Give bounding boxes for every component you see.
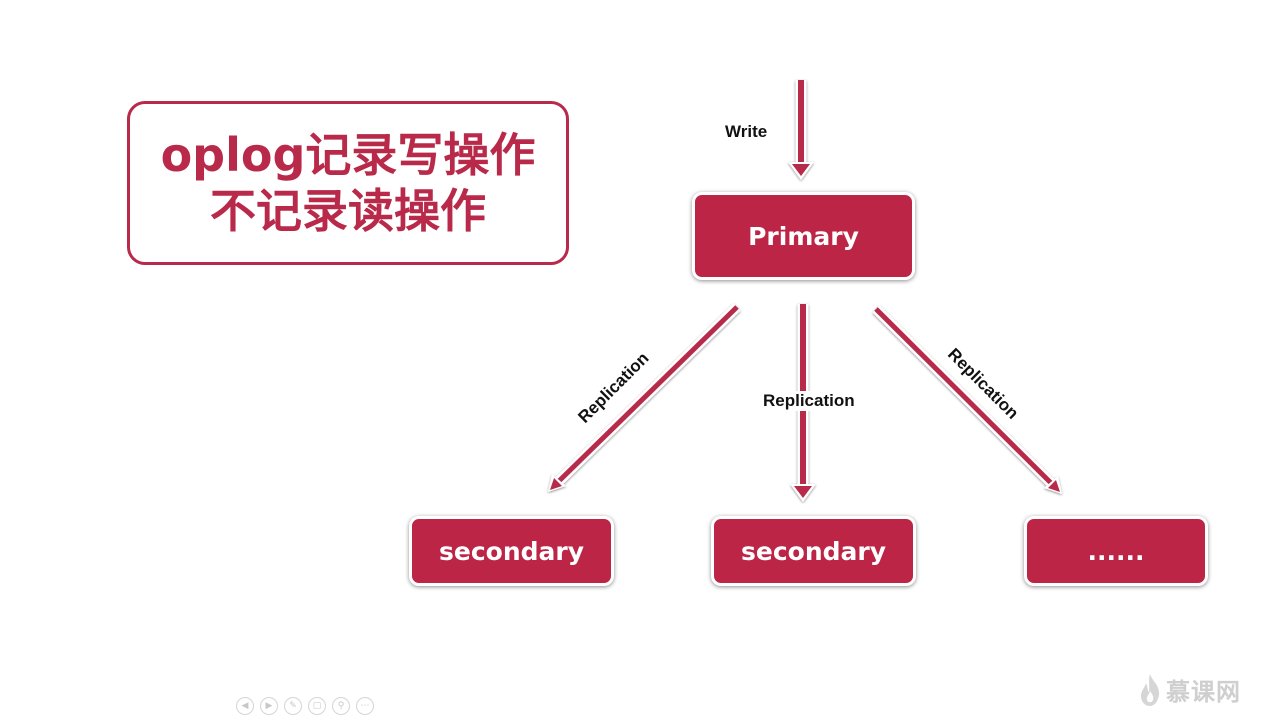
title-box: oplog记录写操作 不记录读操作 bbox=[127, 101, 569, 265]
write-label: Write bbox=[725, 122, 768, 141]
primary-node: Primary bbox=[692, 192, 915, 280]
secondary-node-2: secondary bbox=[711, 516, 916, 586]
more-node: ...... bbox=[1024, 516, 1208, 586]
write-arrow bbox=[788, 80, 814, 180]
watermark-text: 慕课网 bbox=[1166, 678, 1241, 706]
flame-logo-icon bbox=[1141, 673, 1160, 706]
zoom-icon[interactable]: ⚲ bbox=[332, 697, 350, 715]
pen-icon[interactable]: ✎ bbox=[284, 697, 302, 715]
previous-icon[interactable]: ◀ bbox=[236, 697, 254, 715]
more-icon[interactable]: ⋯ bbox=[356, 697, 374, 715]
title-line-1: oplog记录写操作 bbox=[160, 128, 536, 182]
next-icon[interactable]: ▶ bbox=[260, 697, 278, 715]
title-line-2: 不记录读操作 bbox=[210, 184, 486, 238]
slides-icon[interactable]: ▢ bbox=[308, 697, 326, 715]
replication-arrow-right bbox=[872, 305, 1062, 494]
slide-toolbar: ◀ ▶ ✎ ▢ ⚲ ⋯ bbox=[236, 697, 374, 715]
replication-label-center: Replication bbox=[761, 391, 857, 411]
replication-arrow-left bbox=[548, 303, 741, 492]
watermark: 慕课网 bbox=[1138, 672, 1241, 707]
secondary-node-1: secondary bbox=[409, 516, 614, 586]
